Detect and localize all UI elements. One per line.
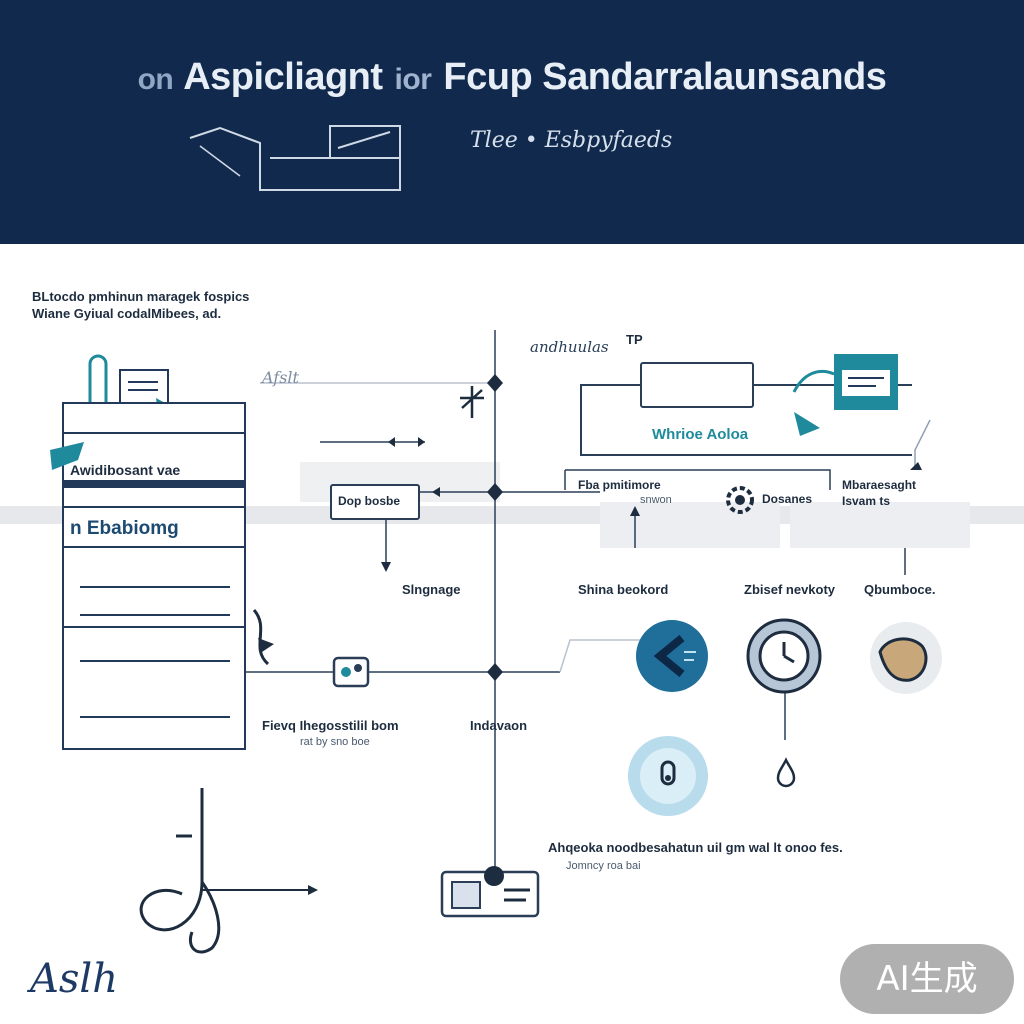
card-label: Whrioe Aoloa [652, 426, 749, 443]
label-qbumbose: Qbumboce. [864, 582, 936, 597]
title-part-a: Aspicliagnt [183, 56, 383, 98]
box-right-c: Isvam ts [842, 494, 891, 508]
puzzle-icon [332, 656, 370, 688]
sheet-label-2: n Ebabiomg [70, 518, 179, 539]
label-slgnage: Slngnage [402, 582, 461, 597]
hook-sketch-icon [139, 788, 312, 954]
intro-text: BLtocdo pmhinun maragek fospics Wiane Gy… [32, 288, 249, 322]
down-arrow-icon [381, 518, 391, 572]
header-script-text: Tlee • Esbpyfaeds [470, 128, 673, 153]
title-prefix: on [137, 63, 174, 96]
band-block-right [790, 502, 970, 548]
document-sheet: Awidibosant vae n Ebabiomg [62, 402, 246, 750]
bottom-text-1: Ahqeoka noodbesahatun uil gm wal lt onoo… [548, 840, 843, 855]
bell-icon [628, 736, 708, 816]
gear-icon [726, 486, 754, 514]
hand-icon [870, 622, 942, 694]
clip-icon [88, 354, 108, 402]
intro-line-2: Wiane Gyiual codalMibees, ad. [32, 306, 222, 321]
card-tab [640, 362, 754, 408]
bottom-text-2: Jomncy roa bai [566, 860, 641, 872]
clock-icon [746, 618, 822, 694]
flag-icon [50, 442, 84, 470]
ai-watermark-badge: AI生成 [840, 944, 1014, 1014]
label-indaven: Indavaon [470, 718, 528, 733]
sheet-label-1: Awidibosant vae [70, 462, 181, 478]
signature: Aslh [30, 956, 118, 1002]
label-shina: Shina beokord [578, 582, 669, 597]
page-title: on Aspicliagnt ior Fcup Sandarralaunsands [0, 56, 1024, 99]
title-part-b: Fcup Sandarralaunsands [443, 56, 887, 98]
top-scribble: andhuulas [530, 338, 609, 356]
arrow-hook-icon [252, 609, 274, 666]
top-left-script: Afslt [262, 368, 299, 387]
label-fevg-2: rat by sno boe [300, 736, 370, 748]
title-connector: ior [394, 63, 432, 96]
header-sketch-icon [189, 125, 401, 191]
chat-icon [636, 620, 708, 692]
top-tag: TP [626, 332, 643, 347]
box-right-b: Mbaraesaght [842, 478, 917, 492]
box-right-a: Dosanes [762, 492, 813, 506]
label-zbisf: Zbisef nevkoty [744, 582, 836, 597]
window-icon [792, 354, 898, 436]
drop-icon [776, 757, 796, 788]
intro-line-1: BLtocdo pmhinun maragek fospics [32, 289, 250, 304]
header-banner [0, 0, 1024, 244]
label-fevg-1: Fievq Ihegosstilil bom [262, 718, 399, 733]
box-mid-title: Fba pmitimore [578, 478, 661, 492]
pin-icon [460, 386, 484, 418]
box-mid-sub: snwon [640, 494, 672, 506]
mail-icon [440, 866, 540, 918]
center-box: Dop bosbe [330, 484, 420, 520]
center-box-label: Dop bosbe [338, 494, 400, 508]
